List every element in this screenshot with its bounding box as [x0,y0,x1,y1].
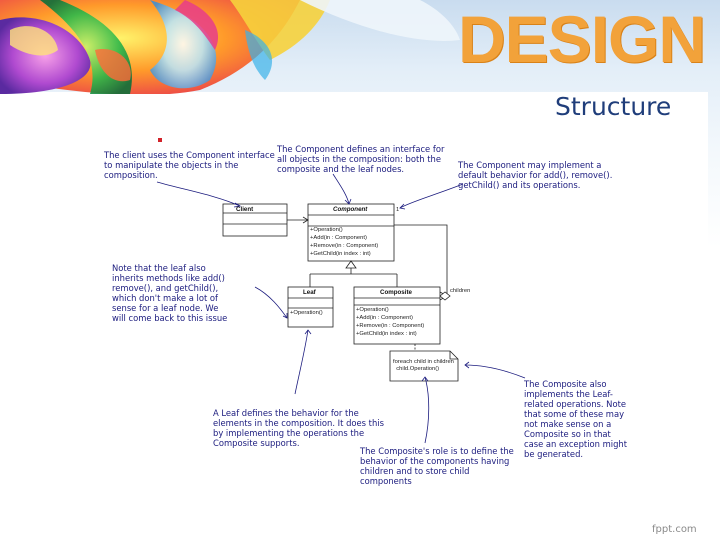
slide-title: Structure [555,92,671,121]
swirl-decoration-image [0,0,460,94]
note-component-interface: The Component defines an interface for a… [277,144,444,174]
design-logo-text: DESIGN [458,0,720,78]
client-class-name: Client [236,206,253,213]
code-note-text: foreach child in children child.Operatio… [393,359,454,373]
note-composite-implements: The Composite also implements the Leaf- … [524,379,627,459]
note-composite-role: The Composite's role is to define the be… [360,446,514,486]
component-operation-3: +Remove(in : Component) [310,243,378,250]
children-label: children [450,288,470,295]
note-client: The client uses the Component interface … [104,150,275,180]
client-class-box [223,204,287,236]
composite-operation-2: +Add(in : Component) [356,315,413,322]
component-operation-1: +Operation() [310,227,343,234]
component-class-name: Component [333,206,367,213]
leaf-class-name: Leaf [303,289,316,296]
composite-operation-3: +Remove(in : Component) [356,323,424,330]
composite-operation-1: +Operation() [356,307,389,314]
composite-pattern-diagram: Client Component +Operation() +Add(in : … [95,140,635,495]
composite-operation-4: +GetChild(in index : int) [356,331,417,338]
multiplicity-label: 1 [396,207,399,214]
composite-class-name: Composite [380,289,412,296]
note-leaf-inherits: Note that the leaf also inherits methods… [112,263,227,323]
component-operation-2: +Add(in : Component) [310,235,367,242]
note-component-default: The Component may implement a default be… [458,160,612,190]
leaf-operation-1: +Operation() [290,310,323,317]
footer-brand: fppt.com [652,524,697,535]
component-operation-4: +GetChild(in index : int) [310,251,371,258]
note-leaf-behavior: A Leaf defines the behavior for the elem… [213,408,384,448]
